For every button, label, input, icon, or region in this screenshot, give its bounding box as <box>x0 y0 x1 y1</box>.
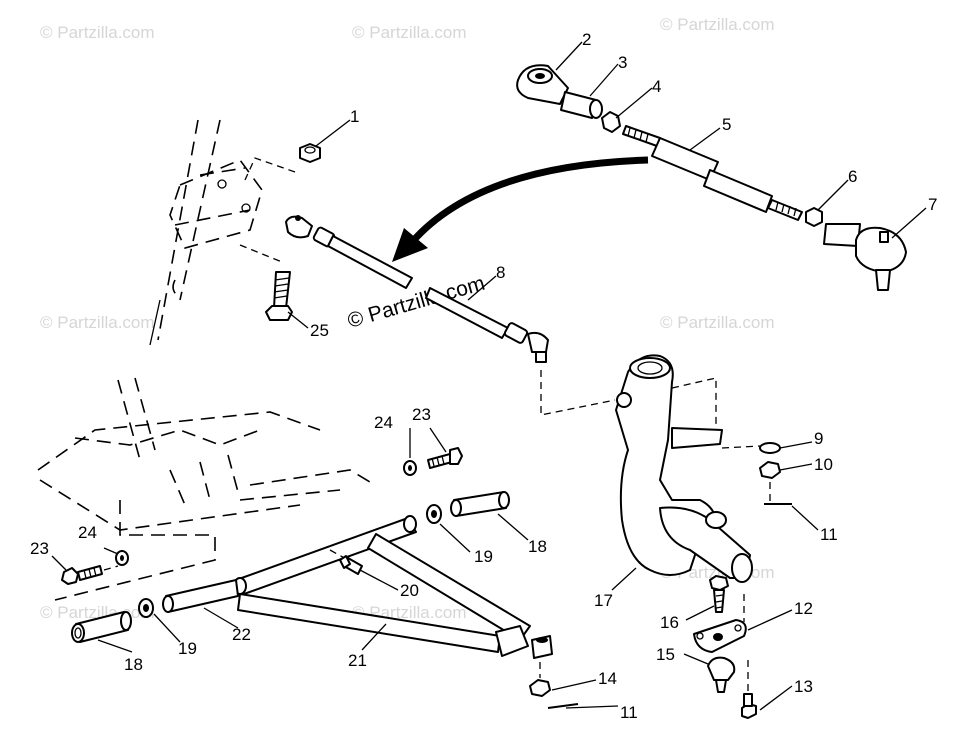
part-9-washer <box>721 442 781 454</box>
callout-11-lower: 11 <box>620 703 638 722</box>
part-5-tie-rod <box>622 125 803 221</box>
part-17-steering-knuckle <box>615 354 753 583</box>
callout-19-right: 19 <box>474 547 493 566</box>
part-19-spacer-right <box>426 504 442 524</box>
callout-labels: 1 2 3 4 5 6 7 8 9 10 11 11 12 13 14 15 1… <box>30 30 937 722</box>
part-23-bolt-lower <box>61 565 119 585</box>
part-25-bolt <box>239 244 293 321</box>
part-18-bushing-left <box>71 611 132 643</box>
callout-6: 6 <box>848 167 857 186</box>
watermark: © Partzilla.com <box>660 15 775 34</box>
callout-7: 7 <box>928 195 937 214</box>
watermark-main: © Partzilla.com <box>345 272 487 333</box>
callout-22: 22 <box>232 625 251 644</box>
callout-15: 15 <box>656 645 675 664</box>
part-21-a-arm <box>233 515 531 657</box>
part-15-ball-joint <box>707 656 736 693</box>
part-18-bushing-right <box>450 491 510 517</box>
callout-19-left: 19 <box>178 639 197 658</box>
callout-18-left: 18 <box>124 655 143 674</box>
callout-2: 2 <box>582 30 591 49</box>
callout-5: 5 <box>722 115 731 134</box>
callout-11-upper: 11 <box>820 525 838 544</box>
callout-8: 8 <box>496 263 505 282</box>
part-22-pivot-tube <box>162 579 239 613</box>
callout-17: 17 <box>594 591 613 610</box>
part-2-rod-end <box>516 64 569 105</box>
callout-20: 20 <box>400 581 419 600</box>
callout-1: 1 <box>350 107 359 126</box>
callout-23-upper: 23 <box>412 405 431 424</box>
callout-12: 12 <box>794 599 813 618</box>
part-16-bolt <box>709 575 729 613</box>
leader-lines <box>51 41 927 711</box>
part-19-spacer-left <box>138 598 154 618</box>
part-11-cotter-pin-lower <box>547 703 579 709</box>
part-24-washer-lower <box>115 550 129 566</box>
watermark: © Partzilla.com <box>660 313 775 332</box>
part-8-tie-rod-assembly <box>285 215 616 416</box>
callout-10: 10 <box>814 455 833 474</box>
assembly-arrow <box>392 156 649 262</box>
part-14-castle-nut <box>529 635 553 697</box>
callout-4: 4 <box>652 77 661 96</box>
callout-21: 21 <box>348 651 367 670</box>
steering-post-outline <box>149 119 263 346</box>
part-24-washer-upper <box>403 460 417 476</box>
callout-18-right: 18 <box>528 537 547 556</box>
part-12-plate <box>693 594 747 653</box>
part-11-cotter-pin <box>764 482 792 505</box>
watermark: © Partzilla.com <box>40 23 155 42</box>
watermark: © Partzilla.com <box>352 23 467 42</box>
callout-9: 9 <box>814 429 823 448</box>
callout-14: 14 <box>598 669 617 688</box>
callout-24-lower: 24 <box>78 523 97 542</box>
part-1-nut <box>244 143 321 181</box>
callout-24-upper: 24 <box>374 413 393 432</box>
callout-25: 25 <box>310 321 329 340</box>
part-3-jam-sleeve <box>560 91 603 119</box>
callout-23-lower: 23 <box>30 539 49 558</box>
part-23-bolt-upper <box>427 447 463 469</box>
part-4-jam-nut <box>601 111 621 133</box>
part-13-bolt <box>741 660 757 719</box>
part-7-ball-joint-end <box>823 223 907 291</box>
part-10-castle-nut <box>759 461 781 479</box>
watermark: © Partzilla.com <box>40 313 155 332</box>
part-20-grease-fitting <box>329 549 363 575</box>
frame-outline <box>37 377 371 601</box>
callout-13: 13 <box>794 677 813 696</box>
part-6-jam-nut <box>805 207 823 227</box>
callout-3: 3 <box>618 53 627 72</box>
callout-16: 16 <box>660 613 679 632</box>
